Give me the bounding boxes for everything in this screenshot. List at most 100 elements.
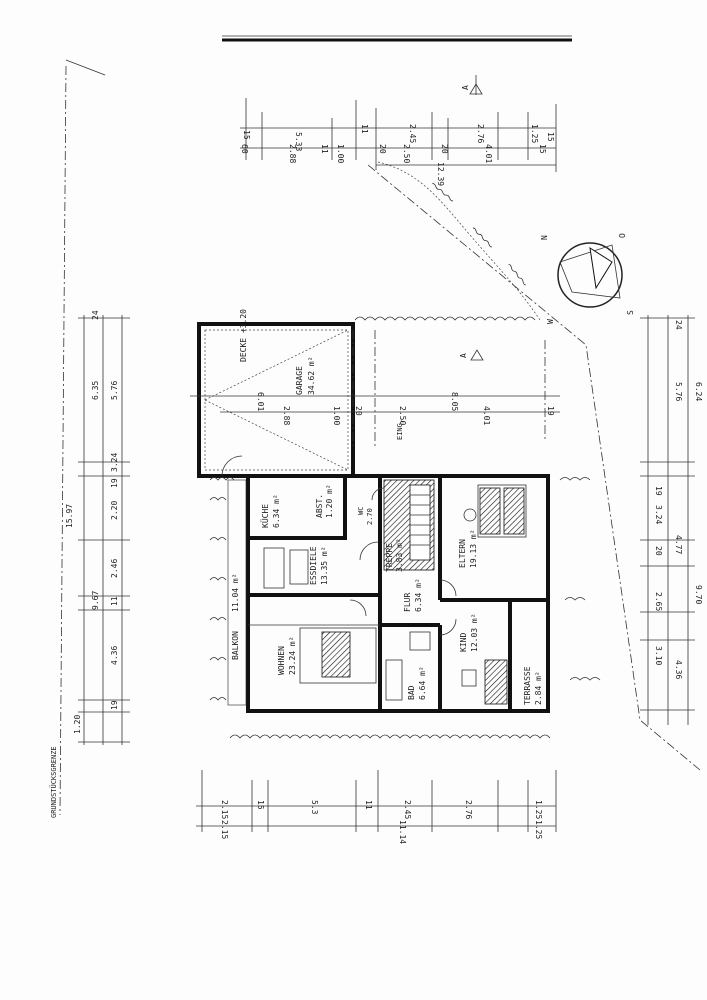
flur-area: 6.34 m² bbox=[414, 578, 423, 612]
svg-text:2.15: 2.15 bbox=[220, 800, 229, 819]
essdiele-name: ESSDIELE bbox=[309, 546, 318, 585]
svg-text:19: 19 bbox=[110, 478, 119, 488]
abst-name: ABST. bbox=[315, 494, 324, 518]
kind-name: KIND bbox=[459, 633, 468, 652]
svg-text:12.39: 12.39 bbox=[436, 162, 445, 186]
bad-name: BAD bbox=[407, 685, 416, 700]
balkon-outline bbox=[227, 479, 247, 706]
svg-text:2.46: 2.46 bbox=[110, 559, 119, 578]
entrance-label: EING. bbox=[396, 419, 404, 440]
svg-text:4.36: 4.36 bbox=[674, 660, 683, 679]
section-marker-top: A bbox=[461, 75, 483, 95]
svg-text:20: 20 bbox=[440, 144, 449, 154]
svg-text:1.25: 1.25 bbox=[534, 820, 543, 839]
svg-text:5.33: 5.33 bbox=[294, 132, 303, 151]
wc-area: 2.70 bbox=[366, 508, 374, 525]
svg-text:20: 20 bbox=[654, 546, 663, 556]
driveway-dimensions: 6.01 8.05 2.88 1.00 20 2.50 4.01 19 bbox=[190, 330, 560, 448]
svg-text:S: S bbox=[626, 310, 635, 315]
svg-text:3.24: 3.24 bbox=[654, 505, 663, 524]
svg-text:2.45: 2.45 bbox=[408, 124, 417, 143]
svg-text:9.70: 9.70 bbox=[694, 585, 703, 604]
svg-text:5.3: 5.3 bbox=[310, 800, 319, 815]
hedge-top bbox=[354, 316, 536, 321]
essdiele-area: 13.35 m² bbox=[320, 546, 329, 585]
svg-text:11: 11 bbox=[360, 124, 369, 134]
right-dimension-chain: 24 5.76 6.24 19 3.24 20 4.77 2.65 3.10 4… bbox=[640, 315, 703, 725]
svg-text:2.76: 2.76 bbox=[464, 800, 473, 819]
wohnen-name: WOHNEN bbox=[277, 646, 286, 675]
svg-text:15: 15 bbox=[538, 144, 547, 154]
treppe-name: TREPPE bbox=[385, 543, 394, 572]
svg-text:9.67: 9.67 bbox=[91, 591, 100, 610]
svg-text:2.88: 2.88 bbox=[282, 406, 291, 425]
svg-text:4.01: 4.01 bbox=[484, 144, 493, 163]
svg-text:15.97: 15.97 bbox=[65, 504, 74, 528]
balkon-name: BALKON bbox=[231, 631, 240, 660]
kueche-name: KÜCHE bbox=[260, 504, 270, 528]
svg-text:6.01: 6.01 bbox=[256, 392, 265, 411]
svg-text:24: 24 bbox=[91, 310, 100, 320]
svg-text:1.00: 1.00 bbox=[336, 144, 345, 163]
kueche-area: 6.34 m² bbox=[272, 494, 281, 528]
svg-text:11.14: 11.14 bbox=[398, 820, 407, 844]
terrasse-area: 2.84 m² bbox=[534, 671, 543, 705]
svg-text:2.88: 2.88 bbox=[288, 144, 297, 163]
hedge-east bbox=[559, 477, 601, 681]
garage-outline bbox=[197, 322, 355, 478]
svg-text:O: O bbox=[618, 233, 627, 238]
svg-text:6.24: 6.24 bbox=[694, 382, 703, 401]
svg-text:11: 11 bbox=[320, 144, 329, 154]
balkon-area: 11.04 m² bbox=[231, 573, 240, 612]
svg-text:19: 19 bbox=[110, 700, 119, 710]
top-dimension-chain: 15 5.33 11 2.45 2.76 1.25 15 60 2.88 11 … bbox=[240, 98, 557, 186]
svg-text:A: A bbox=[461, 85, 470, 90]
svg-text:5.76: 5.76 bbox=[110, 381, 119, 400]
svg-text:15: 15 bbox=[546, 132, 555, 142]
svg-text:20: 20 bbox=[354, 406, 363, 416]
flur-name: FLUR bbox=[403, 593, 412, 612]
eltern-name: ELTERN bbox=[458, 539, 467, 568]
abst-area: 1.20 m² bbox=[325, 484, 334, 518]
svg-text:11: 11 bbox=[110, 596, 119, 606]
svg-text:1.00: 1.00 bbox=[332, 406, 341, 425]
svg-text:W: W bbox=[546, 319, 555, 324]
svg-text:4.36: 4.36 bbox=[110, 646, 119, 665]
svg-text:2.50: 2.50 bbox=[398, 406, 407, 425]
svg-text:8.05: 8.05 bbox=[450, 392, 459, 411]
garage-name: GARAGE bbox=[295, 366, 304, 395]
svg-text:2.65: 2.65 bbox=[654, 592, 663, 611]
svg-text:1.25: 1.25 bbox=[530, 124, 539, 143]
svg-text:6.35: 6.35 bbox=[91, 381, 100, 400]
bad-area: 6.64 m² bbox=[418, 666, 427, 700]
wohnen-area: 23.24 m² bbox=[288, 636, 297, 675]
svg-text:4.01: 4.01 bbox=[482, 406, 491, 425]
left-dimension-chain: 15.97 24 6.35 5.76 3.24 2.20 2.46 4.36 1… bbox=[65, 310, 130, 745]
doors bbox=[349, 487, 457, 636]
svg-text:3.10: 3.10 bbox=[654, 646, 663, 665]
svg-text:60: 60 bbox=[240, 144, 249, 154]
furniture bbox=[263, 484, 527, 705]
hedge-south bbox=[229, 734, 551, 739]
svg-text:A: A bbox=[459, 353, 468, 358]
wc-name: WC bbox=[357, 507, 365, 515]
shrub-line-north bbox=[377, 161, 541, 321]
garage-area: 34.62 m² bbox=[307, 356, 316, 395]
svg-text:15: 15 bbox=[242, 130, 251, 140]
svg-text:4.77: 4.77 bbox=[674, 535, 683, 554]
deck-note: DECKE +3.20 bbox=[239, 309, 248, 362]
hedge-west bbox=[209, 477, 235, 701]
compass-rose: N O S W bbox=[540, 233, 635, 324]
kind-area: 12.03 m² bbox=[470, 613, 479, 652]
svg-text:2.45: 2.45 bbox=[403, 800, 412, 819]
bottom-dimension-chain: 2.15 15 5.3 11 2.45 2.76 1.25 2.15 11.14… bbox=[196, 770, 557, 844]
svg-text:3.24: 3.24 bbox=[110, 453, 119, 472]
svg-text:11: 11 bbox=[364, 800, 373, 810]
svg-text:15: 15 bbox=[256, 800, 265, 810]
svg-text:24: 24 bbox=[674, 320, 683, 330]
svg-text:N: N bbox=[540, 235, 549, 240]
eltern-area: 19.13 m² bbox=[469, 529, 478, 568]
property-boundary-line bbox=[59, 65, 67, 816]
svg-text:19: 19 bbox=[654, 486, 663, 496]
